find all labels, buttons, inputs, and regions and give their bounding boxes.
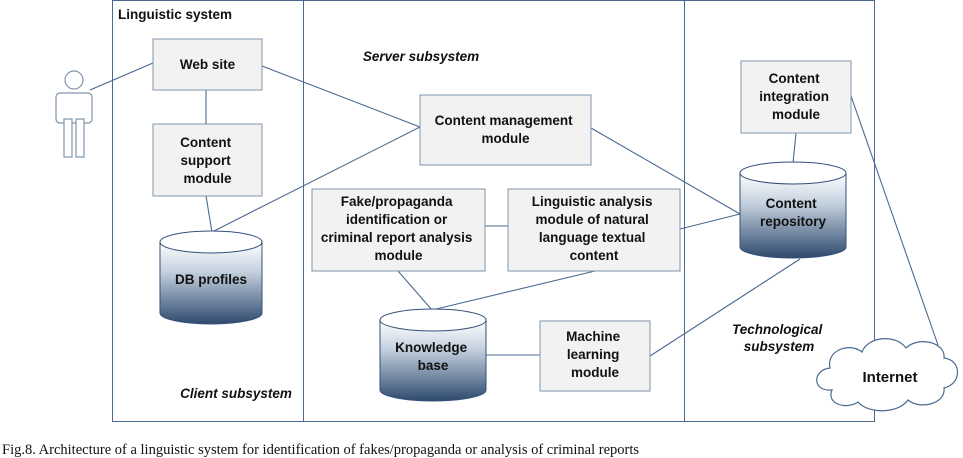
svg-text:Knowledge base: Knowledge base	[395, 340, 471, 373]
connector-ml-repository	[649, 258, 801, 357]
connectors	[89, 62, 939, 357]
fake-identification-module: Fake/propaganda identification or crimin…	[311, 188, 486, 272]
content-repository-database: Content repository	[739, 161, 847, 259]
connector-linguistic-repository	[679, 213, 741, 230]
content-management-module: Content management module	[419, 94, 592, 166]
region-label-client-subsystem: Client subsystem	[180, 386, 292, 401]
svg-text:Machine learning m: Machine learning module	[566, 329, 624, 380]
svg-text:Content management modul: Content management module	[435, 113, 577, 146]
system-frame	[112, 0, 875, 422]
connector-cms-repository	[590, 127, 741, 215]
user-icon	[55, 70, 93, 158]
region-label-server-subsystem: Server subsystem	[363, 49, 479, 64]
connector-support-dbprofiles	[205, 195, 213, 233]
svg-text:Linguistic analysis modu: Linguistic analysis module of natural la…	[532, 194, 657, 263]
connector-integration-internet	[850, 95, 939, 346]
connector-linguistic-knowledge	[431, 270, 596, 311]
connector-user-website	[89, 62, 154, 91]
connector-dbprofiles-cms	[211, 126, 421, 233]
connector-integration-repository	[792, 132, 797, 164]
svg-text:Web site: Web site	[180, 57, 236, 72]
svg-text:Content integration: Content integration module	[759, 71, 833, 122]
db-profiles-database: DB profiles	[159, 230, 263, 325]
content-support-module: Content support module	[152, 123, 263, 197]
figure-caption: Fig.8. Architecture of a linguistic syst…	[2, 442, 639, 458]
machine-learning-module: Machine learning module	[539, 320, 651, 392]
svg-text:Content support mo: Content support module	[180, 135, 235, 186]
region-label-linguistic-system: Linguistic system	[118, 7, 232, 22]
knowledge-base-database: Knowledge base	[379, 308, 487, 402]
internet-label: Internet	[862, 369, 917, 386]
svg-text:Content repository: Content repository	[760, 196, 827, 229]
svg-text:Fake/propaganda identifi: Fake/propaganda identification or crimin…	[321, 194, 476, 263]
linguistic-analysis-module: Linguistic analysis module of natural la…	[507, 188, 681, 272]
region-label-technological-subsystem: Technological subsystem	[732, 322, 826, 354]
web-site-module: Web site	[152, 38, 263, 91]
connector-fake-knowledge	[397, 270, 433, 311]
internet-cloud: Internet	[816, 338, 959, 412]
svg-text:DB profiles: DB profiles	[175, 272, 247, 287]
connector-website-cms	[261, 65, 421, 128]
content-integration-module: Content integration module	[740, 60, 852, 134]
